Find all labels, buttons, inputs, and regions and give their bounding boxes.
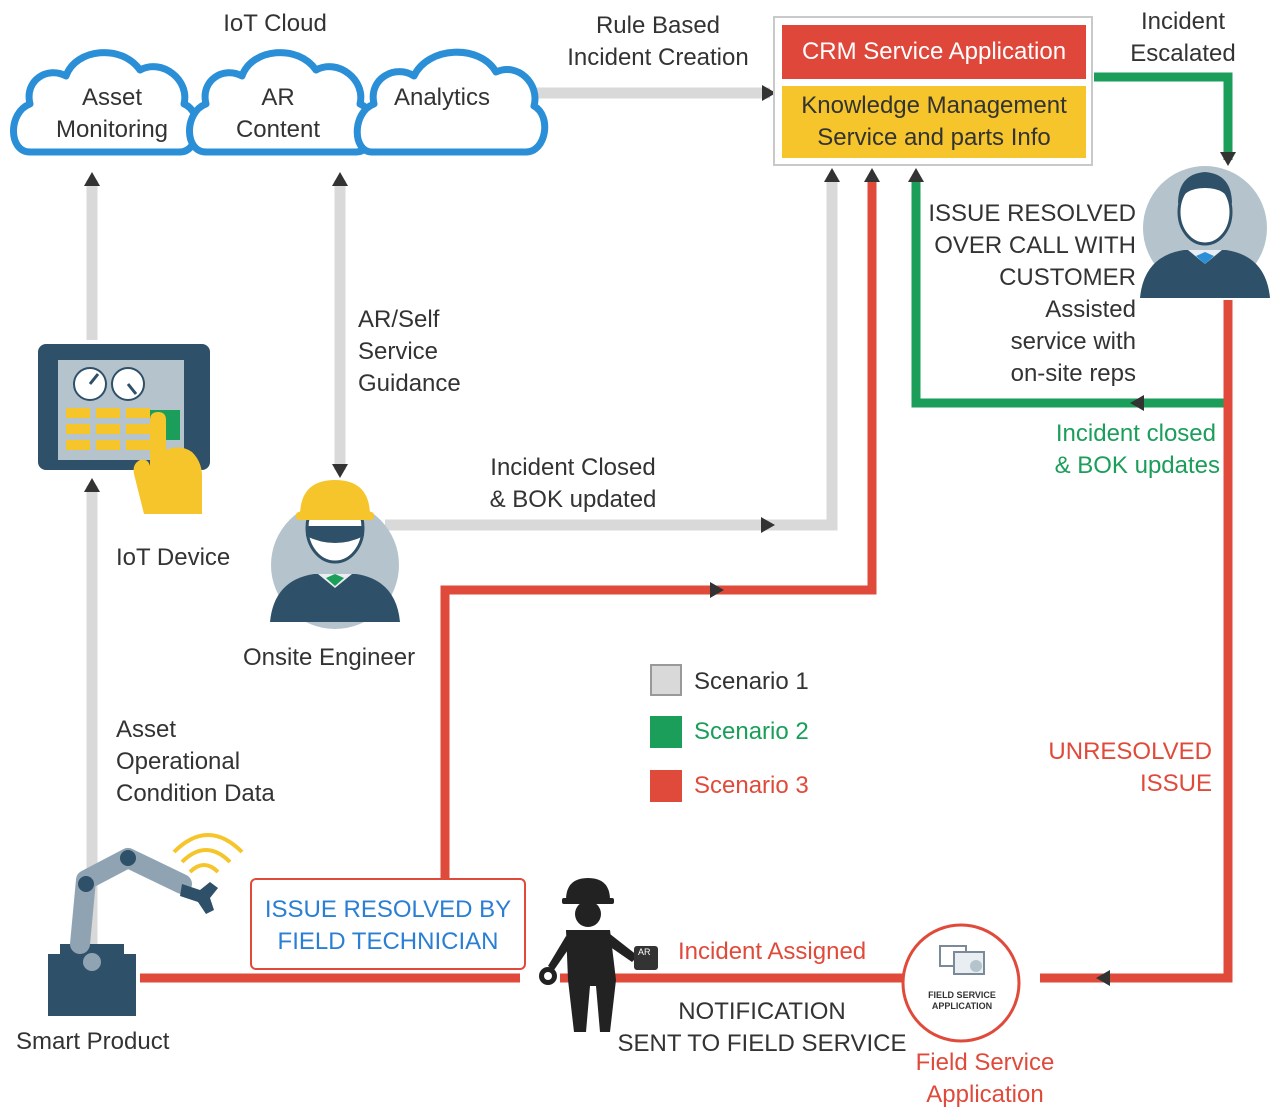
resolved-call-line1: ISSUE RESOLVED — [928, 200, 1136, 227]
km-line-1: Knowledge Management — [801, 92, 1067, 119]
ar-self-line2: Service — [358, 338, 439, 365]
field-service-app-line1: Field Service — [915, 1049, 1055, 1076]
escalated-line — [1094, 72, 1233, 160]
arrow-down-onsite-engineer — [332, 464, 348, 478]
incident-escalated-line1: Incident — [1140, 8, 1226, 35]
arrow-down-escalated — [1220, 152, 1236, 166]
ar-self-line3: Guidance — [358, 370, 461, 397]
incident-escalated-line2: Escalated — [1130, 40, 1236, 67]
incident-assigned-label: Incident Assigned — [678, 938, 867, 965]
legend-swatch-scenario2 — [650, 716, 682, 748]
assisted-line1: Assisted — [1045, 296, 1136, 323]
unresolved-line1: UNRESOLVED — [1048, 738, 1212, 765]
cloud-label-analytics: Analytics — [393, 84, 491, 111]
rule-based-line1: Rule Based — [595, 12, 721, 39]
smart-product-robot-icon — [48, 833, 244, 1016]
arrow-right-crm — [762, 85, 776, 101]
cloud-analytics-icon — [353, 48, 549, 156]
onsite-engineer-label: Onsite Engineer — [243, 644, 416, 671]
field-service-app-icon — [901, 923, 1021, 1043]
badge-line2: APPLICATION — [931, 1001, 993, 1011]
arrow-right-field-resolved — [710, 582, 724, 598]
assisted-line2: service with — [1010, 328, 1136, 355]
agent-avatar — [1140, 166, 1270, 298]
incident-closed-green-line1: Incident closed — [1055, 420, 1216, 447]
legend-swatch-scenario1 — [650, 664, 682, 696]
iot-device-label: IoT Device — [116, 544, 231, 571]
cloud-icons — [10, 48, 549, 156]
ar-self-line1: AR/Self — [358, 306, 440, 333]
scenario2-paths — [911, 72, 1233, 408]
incident-closed-line2: & BOK updated — [489, 486, 657, 513]
assisted-line — [911, 180, 1226, 408]
arrow-left-field-service — [1096, 970, 1110, 986]
arrow-up-scenario2 — [908, 168, 924, 182]
iot-device-icon — [38, 344, 210, 514]
assisted-line3: on-site reps — [1010, 360, 1136, 387]
unresolved-line2: ISSUE — [1139, 770, 1212, 797]
arrow-up-scenario3 — [864, 168, 880, 182]
arrow-right-incident-closed — [761, 517, 775, 533]
legend-label-scenario1: Scenario 1 — [694, 668, 809, 695]
km-line-2: Service and parts Info — [817, 124, 1051, 151]
arrow-left-assisted — [1130, 395, 1144, 411]
crm-service-application: CRM Service Application — [782, 25, 1086, 79]
iot-cloud-title: IoT Cloud — [223, 10, 327, 37]
cloud-label-asset: Asset — [81, 84, 143, 111]
asset-operational-line1: Asset — [116, 716, 177, 743]
field-resolved-line2: FIELD TECHNICIAN — [277, 928, 499, 955]
smart-product-label: Smart Product — [16, 1028, 170, 1055]
field-technician-icon — [539, 878, 658, 1032]
legend-swatch-scenario3 — [650, 770, 682, 802]
field-resolved-line — [440, 180, 877, 878]
resolved-call-line3: CUSTOMER — [999, 264, 1136, 291]
resolved-call-line2: OVER CALL WITH — [934, 232, 1136, 259]
notification-line1: NOTIFICATION — [678, 998, 846, 1025]
ar-phone-tag: AR — [638, 947, 651, 957]
arrow-up-ar-content — [332, 172, 348, 186]
field-resolved-box: ISSUE RESOLVED BY FIELD TECHNICIAN — [250, 878, 526, 970]
legend-label-scenario3: Scenario 3 — [694, 772, 809, 799]
arrow-heads — [84, 85, 1236, 986]
incident-closed-line — [385, 180, 838, 531]
field-resolved-line1: ISSUE RESOLVED BY — [264, 896, 512, 923]
cloud-label-content: Content — [235, 116, 321, 143]
legend-label-scenario2: Scenario 2 — [694, 718, 809, 745]
notification-line2: SENT TO FIELD SERVICE — [617, 1030, 907, 1057]
knowledge-management-box: Knowledge Management Service and parts I… — [782, 86, 1086, 158]
arrow-up-asset-monitoring — [84, 172, 100, 186]
badge-line1: FIELD SERVICE — [928, 990, 996, 1000]
arrow-up-scenario1 — [824, 168, 840, 182]
arrow-up-iot-device — [84, 478, 100, 492]
asset-operational-line2: Operational — [116, 748, 241, 775]
incident-closed-green-line2: & BOK updates — [1054, 452, 1220, 479]
cloud-label-ar: AR — [261, 84, 295, 111]
cloud-label-monitoring: Monitoring — [55, 116, 169, 143]
incident-closed-line1: Incident Closed — [490, 454, 656, 481]
onsite-engineer-avatar — [270, 480, 400, 629]
rule-based-line2: Incident Creation — [567, 44, 749, 71]
asset-operational-line3: Condition Data — [116, 780, 275, 807]
field-service-app-line2: Application — [926, 1081, 1044, 1108]
